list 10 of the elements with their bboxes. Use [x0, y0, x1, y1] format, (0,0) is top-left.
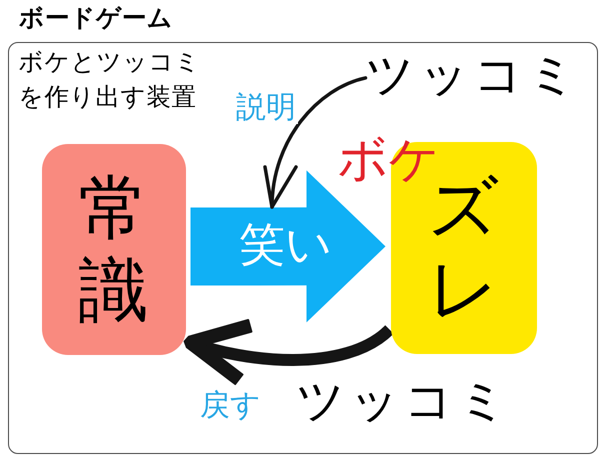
frame-caption: ボケとツッコミを作り出す装置 [18, 46, 202, 112]
frame [8, 42, 598, 454]
arrow [266, 76, 368, 209]
edge-label: 笑い [238, 220, 333, 268]
annotation-text: ツッコミ [296, 374, 512, 430]
annotation-text: ツッコミ [366, 48, 582, 103]
block-arrow [190, 170, 386, 322]
edge-label: 説明 [234, 92, 298, 124]
title: ボードゲーム [19, 4, 173, 32]
rounded-box: 常識 [42, 144, 186, 354]
